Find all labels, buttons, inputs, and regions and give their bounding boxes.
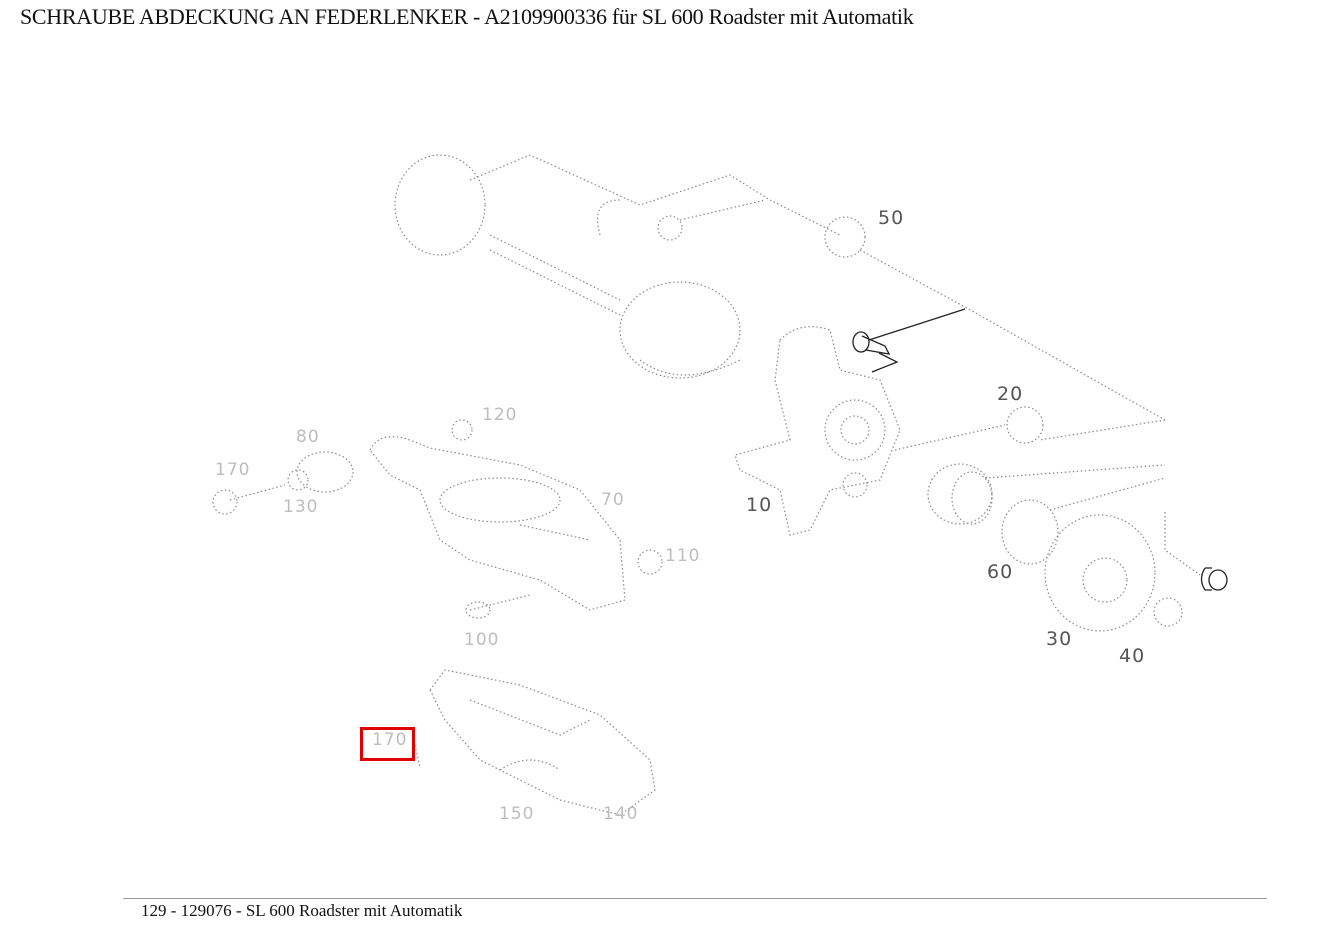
- part-40: [1153, 597, 1183, 627]
- footer-caption: 129 - 129076 - SL 600 Roadster mit Autom…: [141, 901, 463, 920]
- callout-label-100[interactable]: 100: [464, 630, 500, 650]
- callout-label-70[interactable]: 70: [601, 490, 625, 510]
- bearing-part: [927, 463, 993, 525]
- drive-shaft-part: [394, 154, 771, 379]
- callout-label-80[interactable]: 80: [296, 427, 320, 447]
- cover-part: [414, 669, 656, 816]
- callout-label-10[interactable]: 10: [746, 494, 773, 516]
- callout-label-20[interactable]: 20: [997, 383, 1024, 405]
- footer-divider: [123, 898, 1267, 899]
- part-20: [1006, 406, 1044, 444]
- bolt-part: [852, 308, 966, 373]
- callout-label-150[interactable]: 150: [499, 804, 535, 824]
- callout-label-40[interactable]: 40: [1119, 645, 1146, 667]
- callout-label-170[interactable]: 170: [372, 730, 408, 750]
- part-30: [1044, 514, 1156, 632]
- callout-label-130[interactable]: 130: [283, 497, 319, 517]
- part-60: [1001, 499, 1059, 565]
- callout-label-140[interactable]: 140: [603, 804, 639, 824]
- callout-label-120[interactable]: 120: [482, 405, 518, 425]
- callout-label-110[interactable]: 110: [665, 546, 701, 566]
- knuckle-part: [734, 326, 1006, 536]
- callout-label-50[interactable]: 50: [878, 207, 905, 229]
- control-arm-part: [212, 419, 663, 619]
- highlighted-part-box[interactable]: [360, 727, 415, 761]
- plug-screw-part: [1200, 567, 1228, 591]
- callout-label-60[interactable]: 60: [987, 561, 1014, 583]
- part-50: [824, 216, 866, 258]
- callout-label-170[interactable]: 170: [215, 460, 251, 480]
- page-title: SCHRAUBE ABDECKUNG AN FEDERLENKER - A210…: [20, 4, 914, 29]
- callout-label-30[interactable]: 30: [1046, 628, 1073, 650]
